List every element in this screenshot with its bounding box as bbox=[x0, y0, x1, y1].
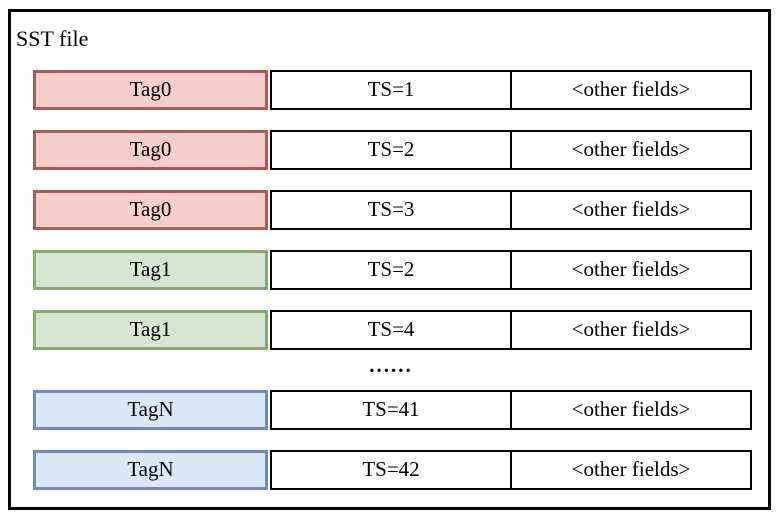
other-fields-cell: <other fields> bbox=[512, 390, 752, 430]
timestamp-cell: TS=4 bbox=[270, 310, 512, 350]
other-fields-cell: <other fields> bbox=[512, 190, 752, 230]
tag-cell: Tag0 bbox=[33, 70, 268, 110]
tag-cell: Tag0 bbox=[33, 130, 268, 170]
timestamp-cell: TS=1 bbox=[270, 70, 512, 110]
timestamp-cell: TS=41 bbox=[270, 390, 512, 430]
other-fields-cell: <other fields> bbox=[512, 450, 752, 490]
timestamp-cell: TS=2 bbox=[270, 250, 512, 290]
timestamp-cell: TS=42 bbox=[270, 450, 512, 490]
tag-cell: Tag0 bbox=[33, 190, 268, 230]
other-fields-cell: <other fields> bbox=[512, 130, 752, 170]
timestamp-cell: TS=3 bbox=[270, 190, 512, 230]
tag-cell: Tag1 bbox=[33, 250, 268, 290]
sst-file-label: SST file bbox=[16, 26, 89, 51]
timestamp-cell: TS=2 bbox=[270, 130, 512, 170]
tag-cell: TagN bbox=[33, 450, 268, 490]
other-fields-cell: <other fields> bbox=[512, 70, 752, 110]
tag-cell: TagN bbox=[33, 390, 268, 430]
other-fields-cell: <other fields> bbox=[512, 310, 752, 350]
tag-cell: Tag1 bbox=[33, 310, 268, 350]
other-fields-cell: <other fields> bbox=[512, 250, 752, 290]
ellipsis-row: ...... bbox=[369, 353, 413, 377]
